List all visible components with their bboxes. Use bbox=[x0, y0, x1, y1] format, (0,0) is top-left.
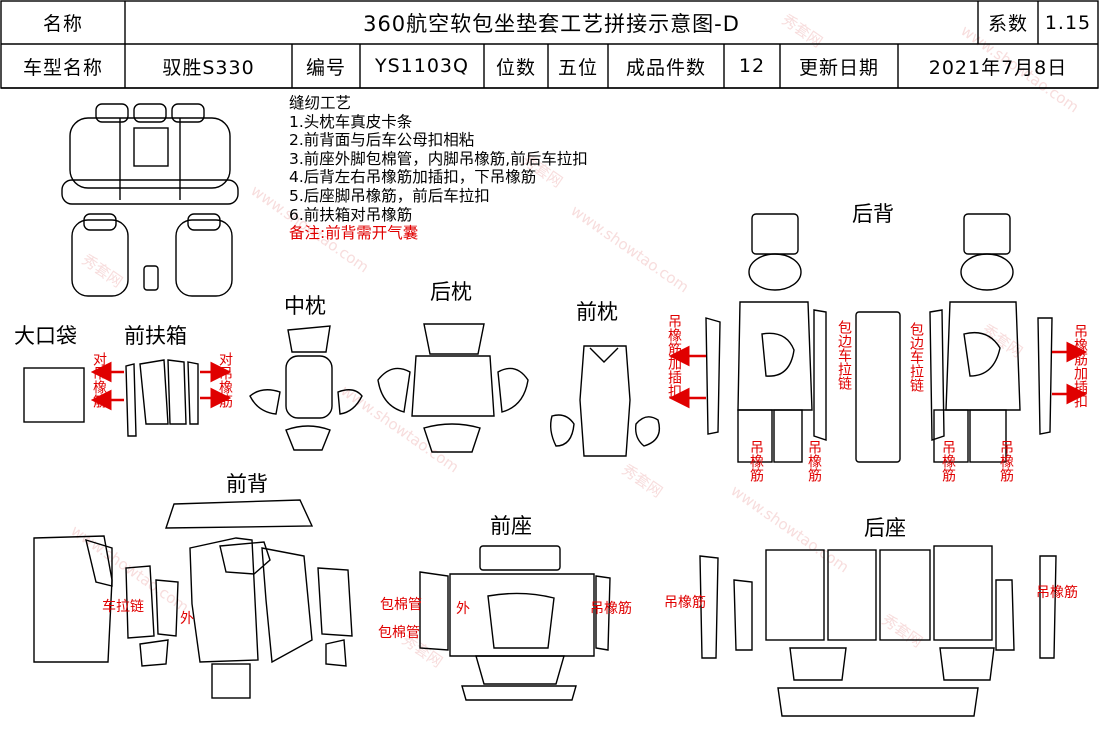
section-rear-seat: 后座 bbox=[864, 516, 906, 540]
section-front-back: 前背 bbox=[226, 472, 268, 496]
notes-remark: 备注:前背需开气囊 bbox=[289, 224, 419, 243]
code-value: YS1103Q bbox=[375, 55, 469, 77]
annotation-edge-zip-left: 包边车拉链 bbox=[836, 320, 852, 390]
rear-pillow-pieces bbox=[377, 323, 529, 453]
front-seat-pieces bbox=[419, 545, 611, 701]
coef-value: 1.15 bbox=[1044, 11, 1092, 34]
coef-label: 系数 bbox=[987, 13, 1028, 35]
sewing-notes: 缝纫工艺 1.头枕车真皮卡条 2.前背面与后车公母扣相粘 3.前座外脚包棉管，内… bbox=[289, 94, 588, 243]
section-front-armrest: 前扶箱 bbox=[124, 324, 187, 348]
annotation-hang-elastic: 吊橡筋 bbox=[998, 440, 1014, 482]
overview-front-seats bbox=[71, 213, 233, 297]
section-big-pocket: 大口袋 bbox=[14, 324, 77, 348]
section-rear-pillow: 后枕 bbox=[430, 280, 472, 304]
section-rear-back: 后背 bbox=[852, 202, 894, 226]
note-item: 2.前背面与后车公母扣相粘 bbox=[289, 131, 475, 150]
annotation-cotton-tube: 包棉管 bbox=[378, 625, 420, 641]
note-item: 6.前扶箱对吊橡筋 bbox=[289, 205, 413, 224]
annotation-hang-elastic: 吊橡筋 bbox=[806, 440, 822, 482]
section-front-seat: 前座 bbox=[490, 514, 532, 538]
annotation-cotton-tube: 包棉管 bbox=[380, 597, 422, 613]
annotation-arrows bbox=[90, 341, 1088, 411]
date-value: 2021年7月8日 bbox=[928, 56, 1068, 79]
front-armrest-pieces bbox=[125, 359, 199, 437]
annotation-edge-zip-right: 包边车拉链 bbox=[908, 322, 924, 392]
annotation-outer: 外 bbox=[456, 601, 470, 617]
name-label: 名称 bbox=[42, 13, 83, 35]
front-pillow-pieces bbox=[549, 345, 661, 457]
code-label: 编号 bbox=[305, 56, 346, 79]
page-title: 360航空软包坐垫套工艺拼接示意图-D bbox=[363, 11, 740, 36]
annotation-hang-elastic-buckle-right: 吊橡筋加插扣 bbox=[1072, 324, 1088, 408]
front-back-pieces bbox=[33, 499, 353, 699]
model-value: 驭胜S330 bbox=[162, 56, 255, 79]
big-pocket-piece bbox=[23, 367, 85, 423]
section-mid-pillow: 中枕 bbox=[284, 294, 326, 318]
annotation-hang-elastic-rear-seat-right: 吊橡筋 bbox=[1036, 585, 1078, 601]
date-label: 更新日期 bbox=[798, 56, 879, 79]
annotation-hang-elastic: 吊橡筋 bbox=[748, 440, 764, 482]
annotation-hang-elastic: 吊橡筋 bbox=[940, 440, 956, 482]
note-item: 3.前座外脚包棉管，内脚吊橡筋,前后车拉扣 bbox=[289, 149, 588, 168]
rear-seat-pieces bbox=[699, 545, 1057, 717]
annotation-outer: 外 bbox=[180, 611, 194, 627]
note-item: 4.后背左右吊橡筋加插扣，下吊橡筋 bbox=[289, 168, 537, 187]
note-item: 5.后座脚吊橡筋，前后车拉扣 bbox=[289, 186, 490, 205]
pieces-value: 12 bbox=[738, 55, 766, 77]
annotation-hang-elastic-rear-seat-left: 吊橡筋 bbox=[664, 595, 706, 611]
seats-label: 位数 bbox=[495, 56, 536, 79]
overview-rear-bench bbox=[61, 103, 239, 205]
section-front-pillow: 前枕 bbox=[576, 300, 618, 324]
note-item: 1.头枕车真皮卡条 bbox=[289, 112, 413, 131]
pieces-label: 成品件数 bbox=[625, 56, 706, 79]
annotation-hang-elastic-front-seat: 吊橡筋 bbox=[590, 601, 632, 617]
notes-title: 缝纫工艺 bbox=[289, 94, 352, 112]
annotation-pair-elastic-left: 对吊橡筋 bbox=[91, 352, 107, 408]
annotation-pair-elastic-right: 对吊橡筋 bbox=[217, 352, 233, 408]
seats-value: 五位 bbox=[557, 56, 598, 79]
annotation-hang-elastic-buckle-left: 吊橡筋加插扣 bbox=[666, 314, 682, 398]
rear-back-pieces bbox=[705, 213, 1053, 463]
model-label: 车型名称 bbox=[22, 56, 103, 79]
annotation-zip: 车拉链 bbox=[102, 599, 144, 615]
mid-pillow-pieces bbox=[249, 325, 363, 451]
